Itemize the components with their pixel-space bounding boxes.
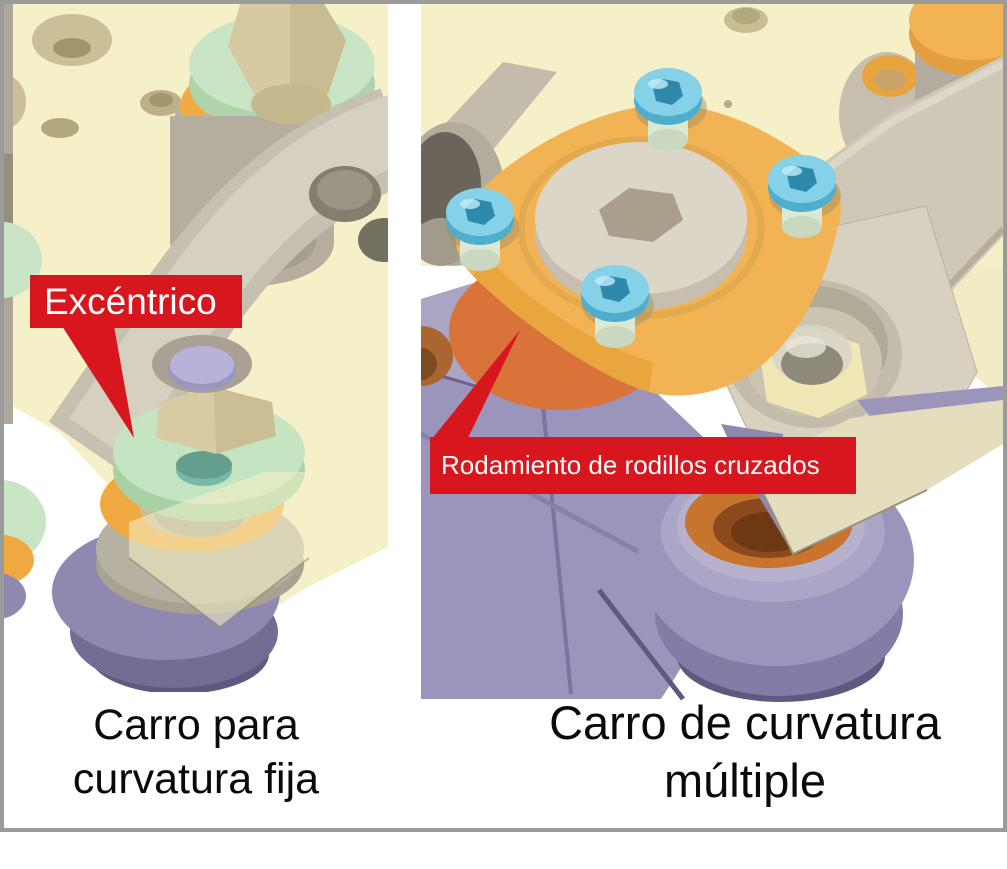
caption-right-line2: múltiple	[664, 754, 826, 807]
callout-excentrico: Excéntrico	[30, 275, 242, 328]
callout-excentrico-label: Excéntrico	[44, 280, 217, 322]
caption-left: Carro para curvatura fija	[4, 698, 388, 806]
screw-right	[768, 155, 841, 238]
caption-left-line1: Carro para	[93, 701, 299, 749]
left-panel-illustration	[4, 4, 388, 692]
caption-right: Carro de curvatura múltiple	[460, 694, 1007, 810]
edge-parts	[4, 4, 46, 619]
callout-excentrico-pointer	[62, 326, 134, 438]
screw-left	[446, 188, 519, 271]
callout-rodamiento-label: Rodamiento de rodillos cruzados	[441, 450, 820, 480]
orange-flange	[455, 104, 841, 396]
caption-left-line2: curvatura fija	[72, 755, 320, 803]
eccentric-roller-assembly	[52, 335, 388, 692]
lavender-pin	[170, 346, 234, 384]
plate-holes	[724, 7, 768, 108]
hex-bore	[599, 188, 683, 242]
screw-top	[634, 68, 707, 151]
right-panel-illustration	[421, 4, 1003, 744]
callout-rodamiento: Rodamiento de rodillos cruzados	[430, 437, 856, 494]
callout-rodamiento-pointer	[431, 330, 520, 440]
socket-screws	[446, 68, 841, 348]
screw-bottom	[581, 265, 654, 348]
caption-right-line1: Carro de curvatura	[549, 696, 941, 749]
